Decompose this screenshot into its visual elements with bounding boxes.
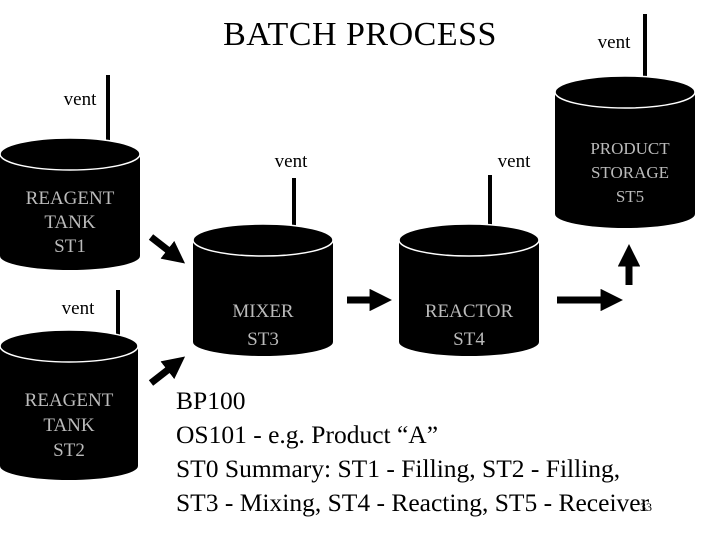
vent-label-st3: vent: [275, 151, 308, 172]
reagent-tank-st1: vent REAGENT TANK ST1: [0, 75, 141, 270]
tank-label-st1-line1: REAGENT: [26, 188, 115, 209]
summary-line-1: BP100: [176, 386, 246, 415]
vent-label-st4: vent: [498, 151, 531, 172]
storage-label-line1: PRODUCT: [590, 139, 670, 158]
arrow-st1-to-st3: [148, 234, 186, 264]
tank-label-st1-line2: TANK: [44, 212, 96, 233]
page-number: 33: [640, 500, 652, 514]
reagent-tank-st2: vent REAGENT TANK ST2: [0, 290, 139, 480]
storage-label-line2: STORAGE: [591, 163, 669, 182]
page-title: BATCH PROCESS: [223, 16, 497, 53]
product-storage-st5: vent PRODUCT STORAGE ST5: [554, 14, 696, 228]
vent-label-st2: vent: [62, 298, 95, 319]
summary-line-4: ST3 - Mixing, ST4 - Reacting, ST5 - Rece…: [176, 488, 650, 517]
vent-label-st5: vent: [598, 32, 631, 53]
mixer-label-line1: MIXER: [232, 301, 294, 322]
vent-label-st1: vent: [64, 89, 97, 110]
reactor-label-line2: ST4: [453, 329, 485, 350]
summary-line-2: OS101 - e.g. Product “A”: [176, 420, 439, 449]
batch-summary: BP100 OS101 - e.g. Product “A” ST0 Summa…: [176, 384, 716, 520]
mixer-st3: vent MIXER ST3: [192, 151, 334, 356]
storage-label-line3: ST5: [616, 187, 644, 206]
tank-label-st1-line3: ST1: [54, 236, 86, 257]
tank-label-st2-line1: REAGENT: [25, 390, 114, 411]
mixer-label-line2: ST3: [247, 329, 279, 350]
reactor-st4: vent REACTOR ST4: [398, 151, 540, 356]
tank-label-st2-line2: TANK: [43, 415, 95, 436]
reactor-label-line1: REACTOR: [425, 301, 514, 322]
summary-line-3: ST0 Summary: ST1 - Filling, ST2 - Fillin…: [176, 454, 621, 483]
arrow-st2-to-st3: [148, 356, 186, 386]
tank-label-st2-line3: ST2: [53, 440, 85, 461]
